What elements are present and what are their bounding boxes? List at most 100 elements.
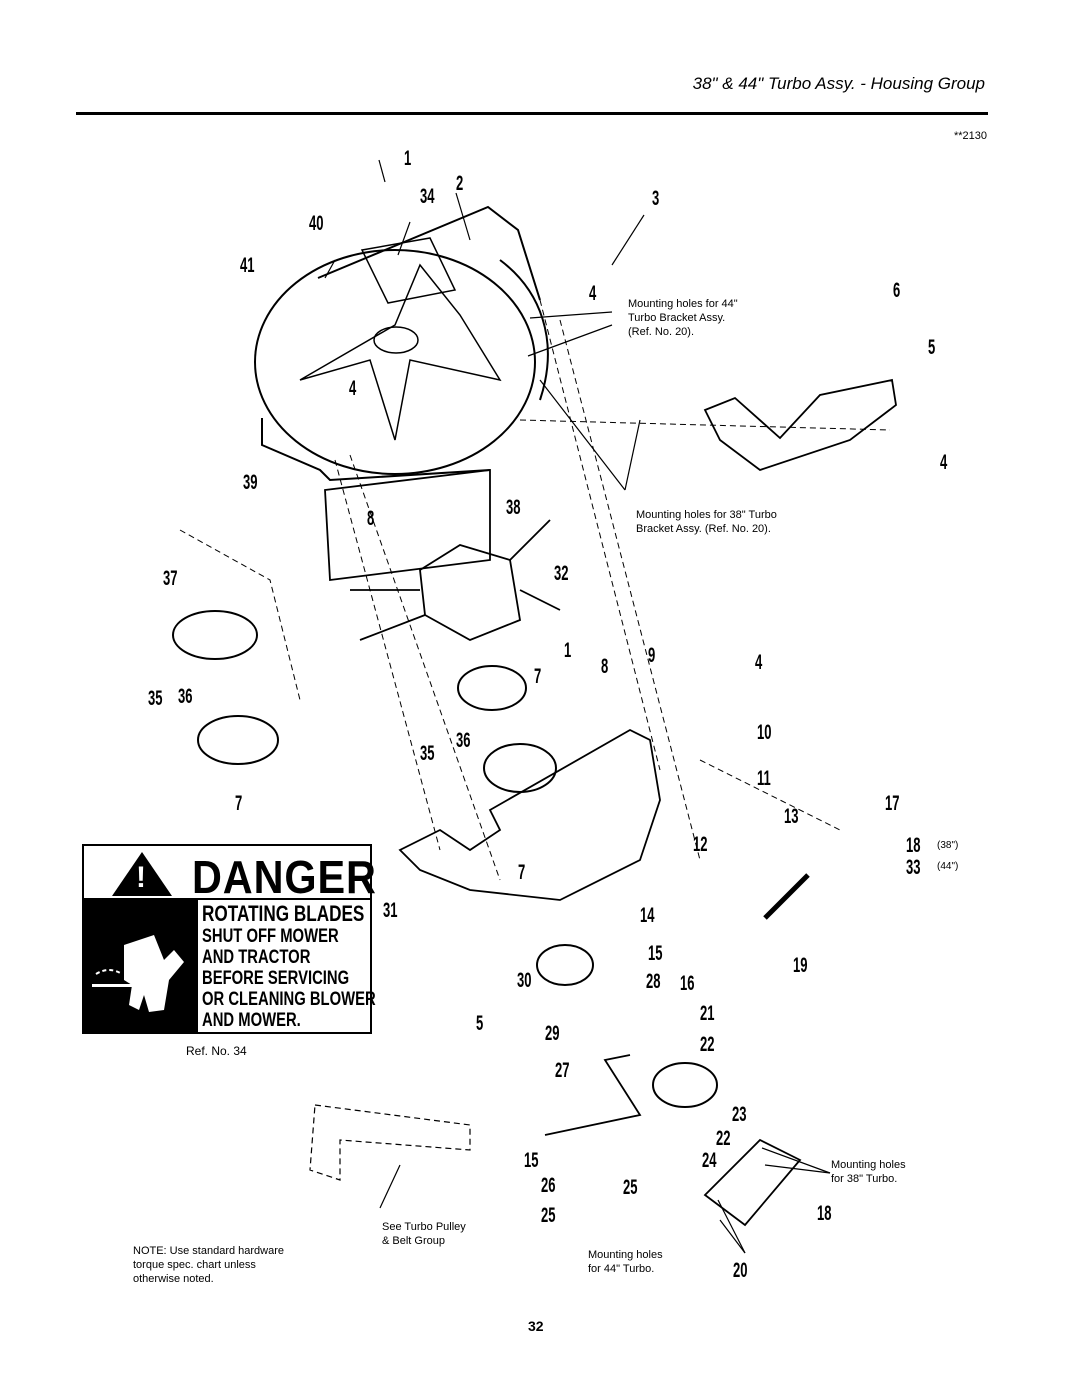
note-mounting-38-bracket: Mounting holes for 38" Turbo Bracket Ass… (636, 509, 777, 535)
page-number: 32 (528, 1318, 544, 1334)
size-note-38: (38") (937, 840, 959, 851)
callout-9: 9 (648, 644, 656, 667)
danger-decal-ref: Ref. No. 34 (186, 1044, 247, 1058)
pulley-group-outline (309, 1104, 471, 1181)
callout-15: 15 (648, 942, 663, 965)
callout-21: 21 (700, 1002, 715, 1025)
callout-30: 30 (517, 969, 532, 992)
header-rule (76, 112, 988, 115)
callout-37: 37 (163, 567, 178, 590)
callout-19: 19 (793, 954, 808, 977)
decal-plate (360, 237, 457, 304)
callout-16: 16 (680, 972, 695, 995)
callout-41: 41 (240, 254, 255, 277)
fan-hub (419, 544, 522, 641)
callout-25: 25 (541, 1204, 556, 1227)
housing-flange (261, 418, 491, 482)
blower-housing (254, 205, 549, 482)
bearing-flange-left-top (172, 610, 258, 660)
warning-triangle-icon (112, 852, 172, 896)
danger-decal: ! DANGER ROTATING BLADES SHUT OFF MOWER … (82, 844, 376, 1034)
callout-18: 18 (817, 1202, 832, 1225)
callout-6: 6 (893, 279, 901, 302)
callout-2: 2 (456, 172, 464, 195)
callout-11: 11 (757, 767, 771, 790)
leader-lines (324, 159, 831, 1254)
danger-signal-word: DANGER (192, 851, 377, 903)
note-mounting-38-turbo: Mounting holes for 38" Turbo. (831, 1159, 906, 1185)
note-hardware-torque: NOTE: Use standard hardware torque spec.… (133, 1245, 285, 1285)
danger-message: ROTATING BLADES SHUT OFF MOWER AND TRACT… (202, 901, 376, 1032)
turbo-bracket-part (703, 378, 897, 472)
size-note-44: (44") (937, 861, 959, 872)
callout-7: 7 (235, 792, 243, 815)
callout-33: 33 (906, 856, 921, 879)
callout-4: 4 (755, 651, 763, 674)
callout-10: 10 (757, 721, 772, 744)
callout-22: 22 (716, 1127, 731, 1150)
note-mounting-44-turbo: Mounting holes for 44" Turbo. (588, 1249, 663, 1275)
callout-23: 23 (732, 1103, 747, 1126)
callout-40: 40 (309, 212, 324, 235)
callout-31: 31 (383, 899, 398, 922)
callout-39: 39 (243, 471, 258, 494)
fan-blades (350, 519, 561, 641)
callout-20: 20 (733, 1259, 748, 1282)
assembly-lines (179, 299, 891, 881)
idler-arm (544, 1054, 642, 1136)
callout-15: 15 (524, 1149, 539, 1172)
callout-27: 27 (555, 1059, 570, 1082)
bearing-flange-left-bottom (197, 715, 279, 765)
bearing-flange-center-top (457, 665, 527, 711)
danger-header: ! DANGER (84, 846, 376, 903)
document-number: **2130 (953, 130, 987, 142)
callout-1: 1 (564, 639, 572, 662)
hub-opening (373, 326, 419, 354)
callout-4: 4 (349, 377, 357, 400)
lower-shroud (324, 468, 491, 582)
callout-7: 7 (518, 861, 526, 884)
spring (763, 873, 810, 920)
callout-13: 13 (784, 805, 799, 828)
callout-26: 26 (541, 1174, 556, 1197)
base-plate (398, 728, 661, 901)
hand-blade-hazard-icon (84, 900, 198, 1032)
callout-35: 35 (148, 687, 163, 710)
bearing-flange-center-bottom (483, 743, 557, 793)
callout-18: 18 (906, 834, 921, 857)
note-pulley-group: See Turbo Pulley & Belt Group (382, 1221, 466, 1247)
callout-32: 32 (554, 562, 569, 585)
callout-28: 28 (646, 970, 661, 993)
note-mounting-44-bracket: Mounting holes for 44" Turbo Bracket Ass… (628, 298, 738, 338)
callout-22: 22 (700, 1033, 715, 1056)
callout-4: 4 (940, 451, 948, 474)
callout-3: 3 (652, 187, 660, 210)
callout-36: 36 (178, 685, 193, 708)
callout-1: 1 (404, 147, 412, 170)
turbo-mount-bracket (703, 1138, 802, 1227)
pulley-upper (536, 944, 594, 986)
callout-8: 8 (367, 507, 375, 530)
callout-36: 36 (456, 729, 471, 752)
callout-7: 7 (534, 665, 542, 688)
callout-4: 4 (589, 282, 597, 305)
housing-disc (254, 249, 536, 475)
callout-29: 29 (545, 1022, 560, 1045)
callout-12: 12 (693, 833, 708, 856)
callout-17: 17 (885, 792, 900, 815)
callout-14: 14 (640, 904, 655, 927)
impeller-star (299, 263, 502, 441)
section-title: 38" & 44" Turbo Assy. - Housing Group (692, 74, 985, 93)
callout-34: 34 (420, 185, 435, 208)
callout-24: 24 (702, 1149, 717, 1172)
callout-25: 25 (623, 1176, 638, 1199)
housing-rim (499, 259, 549, 401)
callout-38: 38 (506, 496, 521, 519)
callout-5: 5 (928, 336, 936, 359)
callout-8: 8 (601, 655, 609, 678)
callout-35: 35 (420, 742, 435, 765)
pulley-lower (652, 1062, 718, 1108)
callout-5: 5 (476, 1012, 484, 1035)
exclamation-icon: ! (136, 861, 146, 894)
